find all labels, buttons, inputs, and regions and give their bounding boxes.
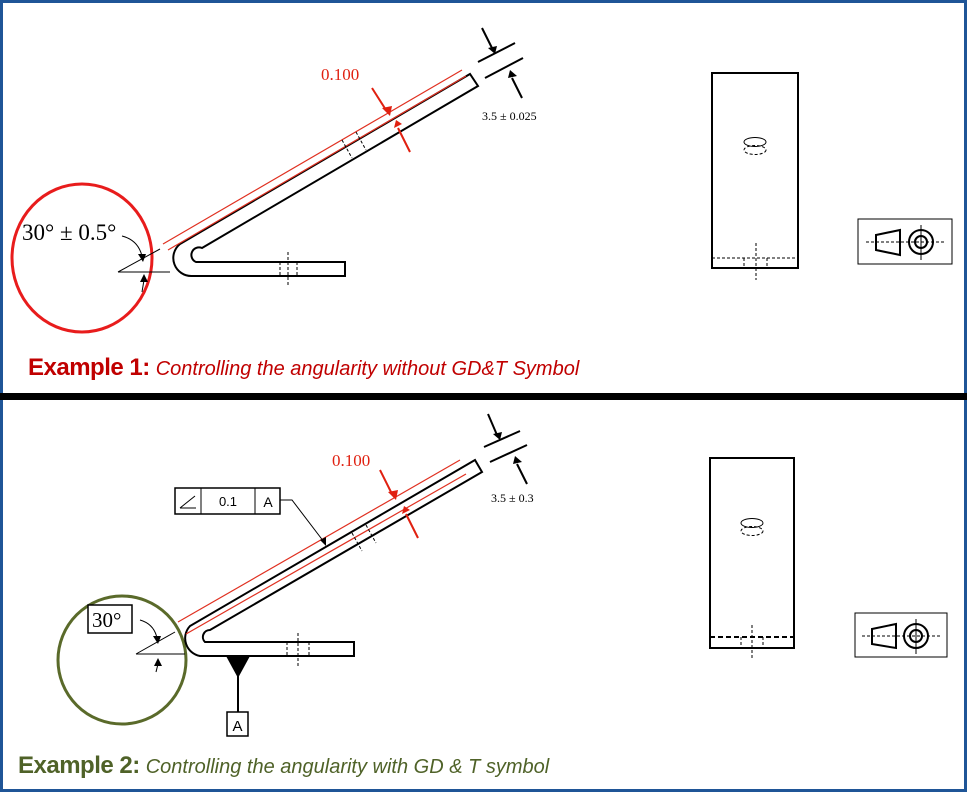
projection-symbol — [854, 612, 948, 658]
tolerance-zone-line — [167, 75, 467, 251]
angle-dimension: 30° ± 0.5° — [22, 220, 116, 245]
bent-part-profile — [184, 458, 484, 657]
example2-drawing: 0.1 A A 30° — [56, 413, 948, 737]
example2-label: Example 2: — [18, 752, 140, 779]
tolerance-zone-line — [185, 473, 467, 635]
tolerance-zone-line — [177, 459, 461, 623]
example1-caption: Example 1:Controlling the angularity wit… — [28, 354, 579, 382]
highlight-circle — [56, 594, 188, 726]
datum-label: A — [232, 718, 242, 735]
zone-dimension: 0.100 — [321, 65, 359, 84]
angularity-icon — [179, 495, 196, 509]
datum-feature-symbol: A — [226, 656, 250, 737]
fcf-tolerance: 0.1 — [219, 494, 237, 509]
section-divider — [0, 393, 967, 400]
example2-caption: Example 2:Controlling the angularity wit… — [18, 752, 549, 780]
example1-drawing: 30° ± 0.5° 0.100 3.5 ± 0.025 — [10, 27, 953, 334]
example1-label: Example 1: — [28, 354, 150, 381]
fcf-datum: A — [263, 494, 273, 510]
thickness-dimension: 3.5 ± 0.3 — [491, 491, 534, 505]
projection-symbol — [857, 218, 953, 265]
angle-dimension: 30° — [92, 608, 121, 632]
side-view — [711, 72, 799, 269]
example1-description: Controlling the angularity without GD&T … — [155, 358, 580, 380]
tolerance-zone-line — [162, 69, 463, 245]
bent-part-profile — [172, 72, 480, 278]
thickness-dimension: 3.5 ± 0.025 — [482, 109, 537, 123]
highlight-circle — [10, 182, 154, 334]
zone-dimension: 0.100 — [332, 451, 370, 470]
side-view — [709, 457, 795, 649]
example2-description: Controlling the angularity with GD & T s… — [145, 756, 550, 778]
feature-control-frame: 0.1 A — [174, 487, 326, 546]
